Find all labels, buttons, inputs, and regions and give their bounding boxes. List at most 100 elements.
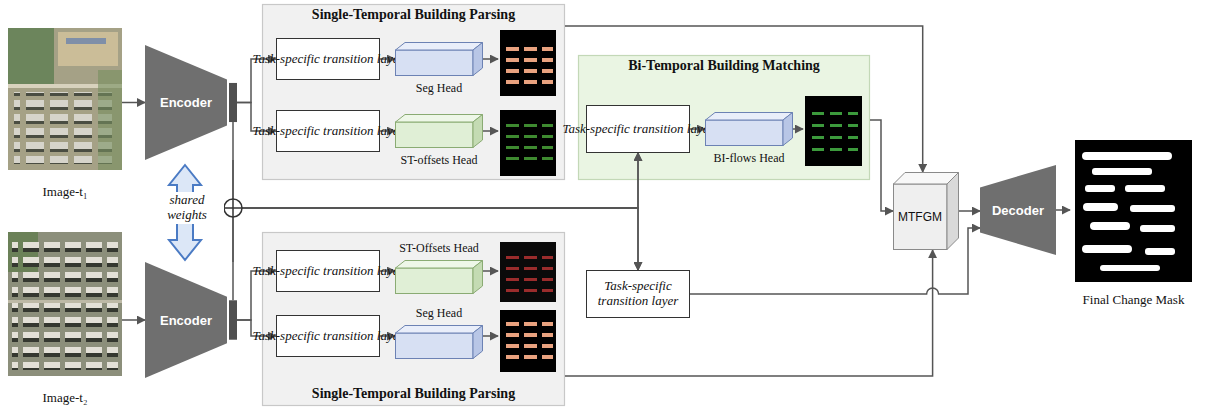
- process-box: Task-specific transition layer: [276, 110, 380, 152]
- svg-line: [232, 122, 234, 160]
- process-box: Task-specific transition layer: [276, 38, 380, 80]
- annotation-label: shared weights: [150, 192, 224, 224]
- svg-rect: [8, 28, 54, 84]
- encoder-block: Encoder: [145, 262, 237, 378]
- connector-arrow: [565, 250, 933, 376]
- svg-rect: [98, 70, 122, 170]
- svg-rect: [808, 106, 858, 158]
- connector-arrow: [565, 26, 923, 172]
- svg-polygon: [783, 113, 793, 146]
- svg-rect: [1090, 222, 1130, 230]
- svg-rect: [500, 110, 556, 176]
- block-label: MTFGM: [898, 210, 942, 224]
- svg-rect: [805, 96, 862, 166]
- svg-line: [793, 128, 803, 130]
- inner-arrows: [483, 59, 803, 336]
- svg-rect: [1083, 203, 1118, 211]
- svg-rect: [1082, 152, 1172, 160]
- svg-line: [232, 262, 234, 300]
- fusion-cube: MTFGM: [893, 172, 959, 250]
- process-box: Task-specific transition layer: [586, 105, 690, 153]
- svg-polygon: [145, 262, 227, 378]
- head-block: BI-flows Head: [705, 112, 793, 164]
- sum-symbol: [224, 199, 242, 217]
- block-label: Decoder: [992, 203, 1044, 218]
- block-label: Encoder: [145, 95, 227, 110]
- box-label: Task-specific transition layer: [248, 326, 407, 347]
- connector-arrow: [959, 210, 980, 212]
- svg-polygon: [473, 326, 483, 359]
- svg-rect: [1092, 168, 1152, 175]
- image-label: Image-t₁: [43, 184, 88, 200]
- cube-shape: [705, 112, 793, 146]
- svg-rect: [396, 333, 474, 359]
- panel-background: [579, 56, 870, 180]
- svg-rect: [1145, 248, 1175, 255]
- box-label: Task-specific transition layer: [592, 279, 684, 309]
- svg-polygon: [706, 113, 793, 121]
- image-label: Image-t₂: [43, 390, 88, 406]
- cube-shape: [395, 42, 483, 76]
- svg-rect: [396, 122, 474, 148]
- photo-t2: [8, 232, 122, 376]
- svg-rect: [1125, 185, 1165, 192]
- box-label: Task-specific transition layer: [248, 49, 407, 70]
- connector-arrow: [122, 319, 145, 321]
- svg-rect: [1085, 185, 1115, 192]
- group-panel: Single-Temporal Building ParsingTask-spe…: [262, 232, 565, 406]
- svg-rect: [503, 40, 553, 88]
- svg-path: [224, 199, 242, 217]
- svg-rect: [396, 50, 474, 76]
- svg-rect: [229, 83, 237, 122]
- svg-rect: [1140, 225, 1175, 232]
- svg-rect: [1130, 205, 1175, 212]
- head-block: Seg Head: [395, 303, 483, 355]
- svg-line: [483, 58, 498, 60]
- svg-polygon: [473, 43, 483, 76]
- svg-rect: [396, 268, 474, 294]
- input-image: Image-t₁: [8, 28, 122, 200]
- panel-title: Single-Temporal Building Parsing: [308, 4, 519, 27]
- cube-shape: [395, 260, 483, 294]
- svg-rect: [8, 232, 122, 376]
- connector-arrow: [237, 271, 276, 320]
- cube-shape: [395, 114, 483, 148]
- panel-background: [263, 5, 565, 180]
- svg-polygon: [980, 165, 1056, 255]
- decoder-block: Decoder: [980, 165, 1056, 255]
- head-label: Seg Head: [412, 78, 466, 98]
- svg-rect: [500, 310, 556, 372]
- svg-line: [483, 130, 498, 132]
- connector-arrow: [870, 120, 893, 211]
- head-label: ST-offsets Head: [397, 150, 482, 170]
- svg-rect: [894, 184, 948, 250]
- svg-rect: [66, 38, 106, 44]
- svg-polygon: [145, 45, 227, 160]
- svg-polygon: [396, 115, 483, 123]
- svg-rect: [1075, 140, 1192, 282]
- output-image: Final Change Mask: [1070, 140, 1197, 308]
- svg-rect: [229, 300, 237, 339]
- svg-circle: [224, 199, 242, 217]
- svg-rect: [503, 120, 553, 168]
- connector-arrow: [122, 102, 145, 104]
- encoder-block: Encoder: [145, 45, 237, 160]
- head-block: Seg Head: [395, 42, 483, 94]
- process-box: Task-specific transition layer: [276, 250, 380, 292]
- svg-rect: [8, 300, 122, 303]
- svg-polygon: [396, 261, 483, 269]
- image-label: Final Change Mask: [1083, 292, 1185, 308]
- svg-rect: [14, 92, 112, 164]
- svg-polygon: [473, 261, 483, 294]
- head-block: ST-Offsets Head: [395, 238, 483, 290]
- head-label: ST-Offsets Head: [395, 238, 483, 258]
- svg-polygon: [396, 43, 483, 51]
- svg-rect: [1082, 245, 1132, 253]
- svg-rect: [706, 120, 784, 146]
- svg-rect: [58, 32, 118, 66]
- head-label: BI-flows Head: [710, 148, 789, 168]
- panel-background: [263, 233, 565, 406]
- cube-shape: [395, 325, 483, 359]
- svg-line: [483, 270, 498, 272]
- panel-title: Bi-Temporal Building Matching: [624, 55, 824, 78]
